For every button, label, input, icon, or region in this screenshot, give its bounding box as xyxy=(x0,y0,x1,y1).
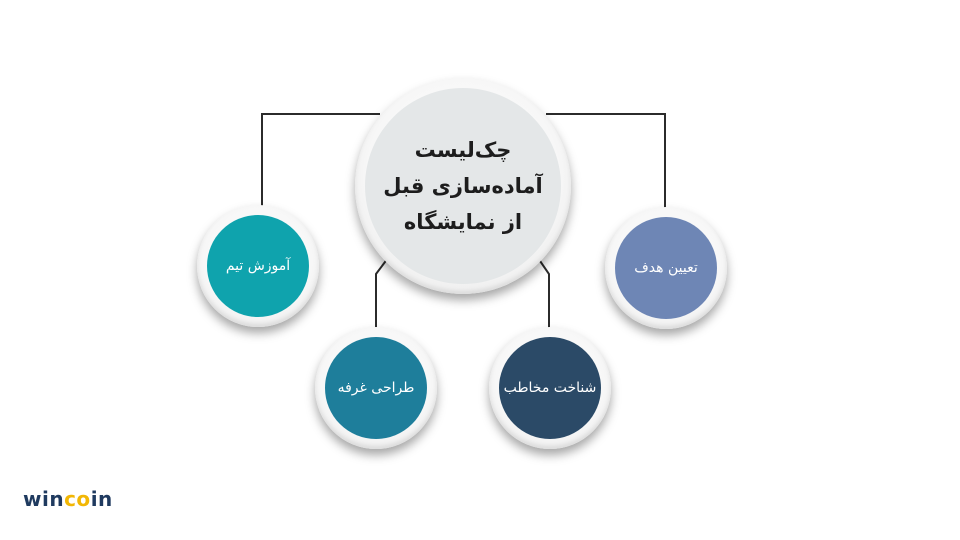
node-set-goal-label: تعیین هدف xyxy=(615,217,717,319)
brand-logo-middle: co xyxy=(64,487,91,511)
node-set-goal: تعیین هدف xyxy=(605,207,727,329)
connector-audience xyxy=(537,257,550,330)
connector-booth xyxy=(375,257,389,330)
connector-training xyxy=(261,113,380,210)
node-booth-design-label: طراحی غرفه xyxy=(325,337,427,439)
center-title-line-3: از نمایشگاه xyxy=(403,210,523,234)
center-node-label: چک‌لیست آماده‌سازی قبل از نمایشگاه xyxy=(365,88,561,284)
brand-logo-prefix: win xyxy=(23,487,65,511)
node-know-audience: شناخت مخاطب xyxy=(489,327,611,449)
node-booth-design: طراحی غرفه xyxy=(315,327,437,449)
node-team-training-label: آموزش تیم xyxy=(207,215,309,317)
node-team-training: آموزش تیم xyxy=(197,205,319,327)
center-node: چک‌لیست آماده‌سازی قبل از نمایشگاه xyxy=(355,78,571,294)
center-title-line-1: چک‌لیست xyxy=(414,138,512,162)
brand-logo-suffix: in xyxy=(90,487,113,511)
connector-goal xyxy=(546,113,666,210)
center-title-line-2: آماده‌سازی قبل xyxy=(383,174,543,198)
node-know-audience-label: شناخت مخاطب xyxy=(499,337,601,439)
brand-logo: wincoin xyxy=(23,487,113,511)
